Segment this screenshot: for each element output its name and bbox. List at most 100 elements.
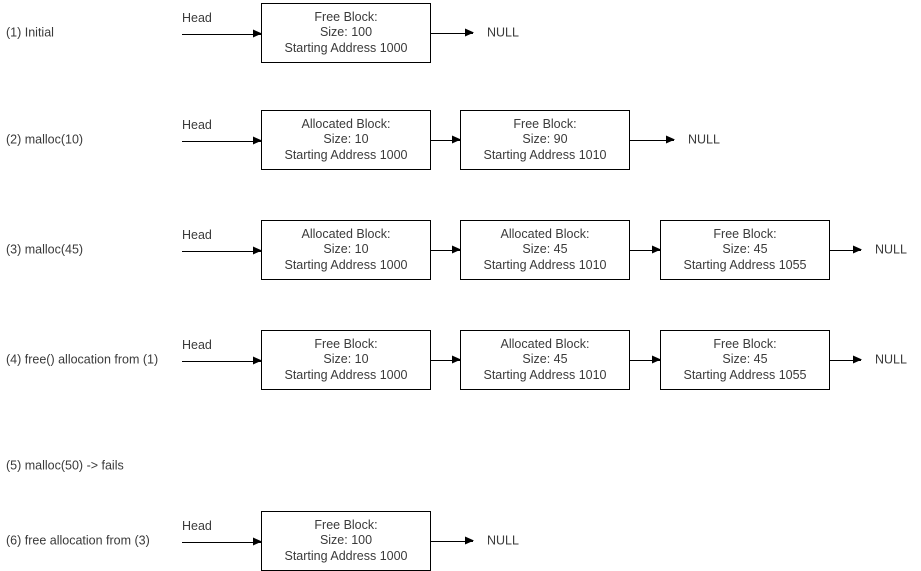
head-label: Head <box>182 228 212 242</box>
arrow-line <box>431 33 473 34</box>
arrow-head-icon <box>853 245 862 254</box>
null-terminator-label: NULL <box>688 132 720 147</box>
head-arrow-head-icon <box>253 537 262 546</box>
null-pointer-arrow <box>431 28 474 38</box>
arrow-head-icon <box>652 245 661 254</box>
head-pointer: Head <box>182 519 262 561</box>
arrow-line <box>830 360 861 361</box>
head-pointer: Head <box>182 338 262 380</box>
null-terminator-label: NULL <box>875 242 907 257</box>
null-pointer-arrow <box>830 245 862 255</box>
head-label: Head <box>182 118 212 132</box>
block-text-line-2: Size: 45 <box>722 242 768 257</box>
block-text-line-2: Size: 45 <box>522 242 568 257</box>
head-arrow-line <box>182 542 261 543</box>
block-text-line-2: Size: 100 <box>319 533 373 548</box>
arrow-line <box>830 250 861 251</box>
null-pointer-arrow <box>431 536 474 546</box>
arrow-line <box>431 250 460 251</box>
null-pointer-arrow <box>830 355 862 365</box>
step-label: (5) malloc(50) -> fails <box>6 458 124 473</box>
block-text-line-2: Size: 10 <box>323 352 369 367</box>
block-text-line-1: Free Block: <box>314 517 378 532</box>
next-pointer-arrow <box>431 135 461 145</box>
head-arrow-line <box>182 141 261 142</box>
block-text-line-3: Starting Address 1010 <box>483 367 607 382</box>
block-text-line-3: Starting Address 1010 <box>483 147 607 162</box>
head-arrow-line <box>182 34 261 35</box>
head-pointer: Head <box>182 118 262 160</box>
head-arrow-head-icon <box>253 136 262 145</box>
block-text-line-2: Size: 100 <box>319 25 373 40</box>
block-text-line-3: Starting Address 1000 <box>284 147 408 162</box>
block-text-line-2: Size: 90 <box>522 132 568 147</box>
next-pointer-arrow <box>630 355 661 365</box>
null-terminator-label: NULL <box>487 25 519 40</box>
block-text-line-3: Starting Address 1000 <box>284 367 408 382</box>
arrow-head-icon <box>465 536 474 545</box>
diagram-row-6: (6) free allocation from (3) Head Free Blo… <box>0 511 921 571</box>
step-label: (6) free allocation from (3) <box>6 533 150 548</box>
null-pointer-arrow <box>630 135 675 145</box>
arrow-head-icon <box>666 135 675 144</box>
block-text-line-3: Starting Address 1000 <box>284 257 408 272</box>
block-text-line-3: Starting Address 1055 <box>683 367 807 382</box>
arrow-head-icon <box>452 245 461 254</box>
block-text-line-1: Free Block: <box>713 336 777 351</box>
head-arrow-line <box>182 251 261 252</box>
head-arrow-head-icon <box>253 356 262 365</box>
null-terminator-label: NULL <box>875 352 907 367</box>
step-label: (2) malloc(10) <box>6 132 84 147</box>
block-text-line-3: Starting Address 1000 <box>284 40 408 55</box>
block-text-line-1: Free Block: <box>713 226 777 241</box>
head-arrow-head-icon <box>253 246 262 255</box>
arrow-line <box>431 541 473 542</box>
block-text-line-2: Size: 10 <box>323 242 369 257</box>
head-label: Head <box>182 519 212 533</box>
arrow-head-icon <box>652 355 661 364</box>
step-label: (3) malloc(45) <box>6 242 84 257</box>
block-text-line-1: Allocated Block: <box>500 226 590 241</box>
arrow-head-icon <box>452 355 461 364</box>
diagram-row-5: (5) malloc(50) -> fails <box>0 436 921 496</box>
head-label: Head <box>182 11 212 25</box>
null-terminator-label: NULL <box>487 533 519 548</box>
arrow-head-icon <box>452 135 461 144</box>
block-text-line-3: Starting Address 1000 <box>284 548 408 563</box>
block-text-line-1: Free Block: <box>513 116 577 131</box>
block-text-line-3: Starting Address 1055 <box>683 257 807 272</box>
block-text-line-2: Size: 45 <box>522 352 568 367</box>
block-text-line-3: Starting Address 1010 <box>483 257 607 272</box>
arrow-line <box>630 140 674 141</box>
step-label: (1) Initial <box>6 25 54 40</box>
block-text-line-1: Allocated Block: <box>500 336 590 351</box>
next-pointer-arrow <box>431 355 461 365</box>
next-pointer-arrow <box>431 245 461 255</box>
head-pointer: Head <box>182 11 262 53</box>
block-text-line-1: Free Block: <box>314 336 378 351</box>
head-pointer: Head <box>182 228 262 270</box>
block-text-line-1: Allocated Block: <box>301 226 391 241</box>
block-text-line-1: Free Block: <box>314 9 378 24</box>
head-arrow-head-icon <box>253 29 262 38</box>
arrow-line <box>431 140 460 141</box>
arrow-head-icon <box>465 28 474 37</box>
arrow-line <box>630 360 660 361</box>
next-pointer-arrow <box>630 245 661 255</box>
block-text-line-2: Size: 10 <box>323 132 369 147</box>
block-text-line-1: Allocated Block: <box>301 116 391 131</box>
